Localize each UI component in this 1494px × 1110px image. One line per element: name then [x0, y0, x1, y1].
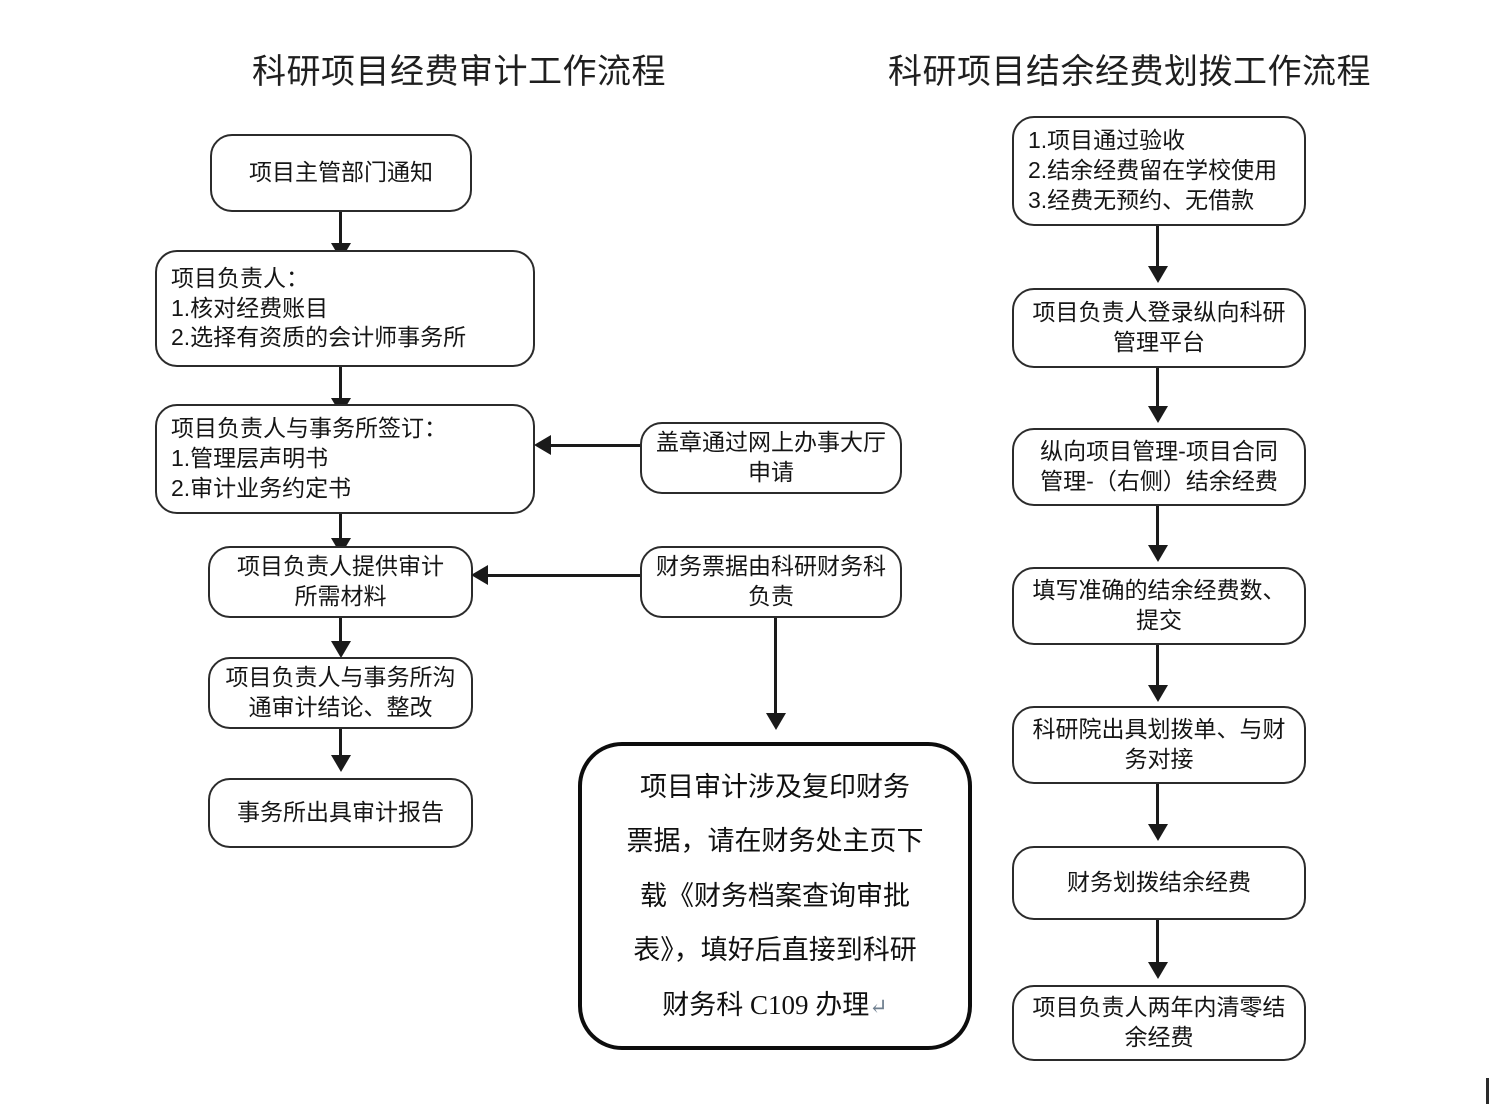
- node-line: 所需材料: [294, 583, 387, 609]
- arrowhead-b3-b4: [1148, 545, 1168, 562]
- arrowhead-a5-a6: [331, 755, 351, 772]
- node-surplus-5[interactable]: 科研院出具划拨单、与财 务对接: [1012, 706, 1306, 784]
- arrowhead-b6-b7: [1148, 962, 1168, 979]
- node-line: 财务划拨结余经费: [1067, 869, 1251, 896]
- connector-a2-a3: [339, 367, 342, 409]
- arrowhead-a4-a5: [331, 641, 351, 658]
- node-line: 项目负责人提供审计: [237, 553, 444, 580]
- arrowhead-b4-b5: [1148, 685, 1168, 702]
- node-line: 1.管理层声明书: [171, 445, 329, 472]
- node-line: 通审计结论、整改: [248, 694, 433, 720]
- node-side-finance-invoice[interactable]: 财务票据由科研财务科 负责: [640, 546, 902, 618]
- arrowhead-b1-b2: [1148, 266, 1168, 283]
- node-line: 纵向项目管理-项目合同: [1040, 438, 1278, 465]
- paragraph-mark-icon: ↵: [869, 993, 888, 1019]
- node-line: 1.核对经费账目: [171, 294, 329, 321]
- node-line: 2.选择有资质的会计师事务所: [171, 324, 467, 351]
- connector-s2-note: [774, 618, 777, 718]
- node-audit-1[interactable]: 项目主管部门通知: [210, 134, 472, 212]
- node-surplus-3[interactable]: 纵向项目管理-项目合同 管理-（右侧）结余经费: [1012, 428, 1306, 506]
- connector-a1-a2: [339, 212, 342, 254]
- node-audit-4[interactable]: 项目负责人提供审计 所需材料: [208, 546, 473, 618]
- node-line: 科研院出具划拨单、与财: [1032, 716, 1286, 743]
- node-line: 2.审计业务约定书: [171, 474, 352, 501]
- arrowhead-b5-b6: [1148, 824, 1168, 841]
- node-surplus-2[interactable]: 项目负责人登录纵向科研 管理平台: [1012, 288, 1306, 368]
- node-line: 项目负责人与事务所签订：: [171, 415, 447, 442]
- node-line: 盖章通过网上办事大厅: [656, 429, 886, 456]
- node-line: 申请: [748, 459, 794, 485]
- node-line: 项目主管部门通知: [249, 159, 433, 186]
- node-line: 项目负责人与事务所沟: [225, 664, 456, 691]
- note-line: 载《财务档案查询审批: [640, 880, 910, 911]
- node-line: 3.经费无预约、无借款: [1028, 186, 1255, 213]
- connector-a5-a6: [339, 729, 342, 767]
- node-line: 项目负责人两年内清零结: [1032, 994, 1286, 1021]
- connector-b4-b5: [1156, 645, 1159, 691]
- note-line: 表》，填好后直接到科研: [633, 935, 917, 966]
- note-line: 票据，请在财务处主页下: [626, 826, 924, 857]
- note-line: 项目审计涉及复印财务: [640, 771, 910, 802]
- node-line: 事务所出具审计报告: [237, 799, 444, 826]
- node-surplus-4[interactable]: 填写准确的结余经费数、 提交: [1012, 567, 1306, 645]
- node-audit-2[interactable]: 项目负责人： 1.核对经费账目 2.选择有资质的会计师事务所: [155, 250, 535, 367]
- connector-b1-b2: [1156, 226, 1159, 272]
- note-line-last: 财务科 C109 办理↵: [662, 978, 887, 1033]
- arrowhead-s2-note: [766, 713, 786, 730]
- node-surplus-1[interactable]: 1.项目通过验收 2.结余经费留在学校使用 3.经费无预约、无借款: [1012, 116, 1306, 226]
- arrowhead-s2-a4: [471, 565, 488, 585]
- connector-b6-b7: [1156, 920, 1159, 966]
- node-audit-5[interactable]: 项目负责人与事务所沟 通审计结论、整改: [208, 657, 473, 729]
- node-line: 项目负责人：: [171, 264, 309, 291]
- connector-b5-b6: [1156, 784, 1159, 830]
- node-line: 负责: [748, 583, 794, 609]
- left-flowchart-title: 科研项目经费审计工作流程: [252, 53, 666, 91]
- connector-b3-b4: [1156, 506, 1159, 554]
- node-line: 务对接: [1124, 746, 1194, 772]
- arrowhead-s1-a3: [534, 435, 551, 455]
- arrowhead-b2-b3: [1148, 406, 1168, 423]
- connector-a3-a4: [339, 514, 342, 552]
- node-audit-6[interactable]: 事务所出具审计报告: [208, 778, 473, 848]
- node-line: 管理-（右侧）结余经费: [1040, 468, 1278, 494]
- note-box-finance-copy[interactable]: 项目审计涉及复印财务 票据，请在财务处主页下 载《财务档案查询审批 表》，填好后…: [578, 742, 972, 1050]
- node-line: 财务票据由科研财务科: [656, 553, 886, 580]
- node-surplus-6[interactable]: 财务划拨结余经费: [1012, 846, 1306, 920]
- node-line: 项目负责人登录纵向科研: [1032, 299, 1286, 326]
- node-line: 1.项目通过验收: [1028, 127, 1186, 154]
- node-line: 提交: [1136, 607, 1182, 633]
- node-line: 管理平台: [1113, 329, 1205, 355]
- connector-s2-a4: [488, 574, 640, 577]
- node-audit-3[interactable]: 项目负责人与事务所签订： 1.管理层声明书 2.审计业务约定书: [155, 404, 535, 514]
- connector-b2-b3: [1156, 368, 1159, 414]
- note-line-text: 财务科 C109 办理: [662, 989, 870, 1020]
- connector-a4-a5: [339, 618, 342, 654]
- node-surplus-7[interactable]: 项目负责人两年内清零结 余经费: [1012, 985, 1306, 1061]
- right-flowchart-title: 科研项目结余经费划拨工作流程: [888, 53, 1371, 91]
- node-line: 余经费: [1124, 1024, 1194, 1050]
- connector-s1-a3: [550, 444, 640, 447]
- node-line: 2.结余经费留在学校使用: [1028, 157, 1278, 184]
- node-side-stamp-application[interactable]: 盖章通过网上办事大厅 申请: [640, 422, 902, 494]
- page-edge-mark: [1486, 1078, 1489, 1104]
- node-line: 填写准确的结余经费数、: [1032, 577, 1286, 604]
